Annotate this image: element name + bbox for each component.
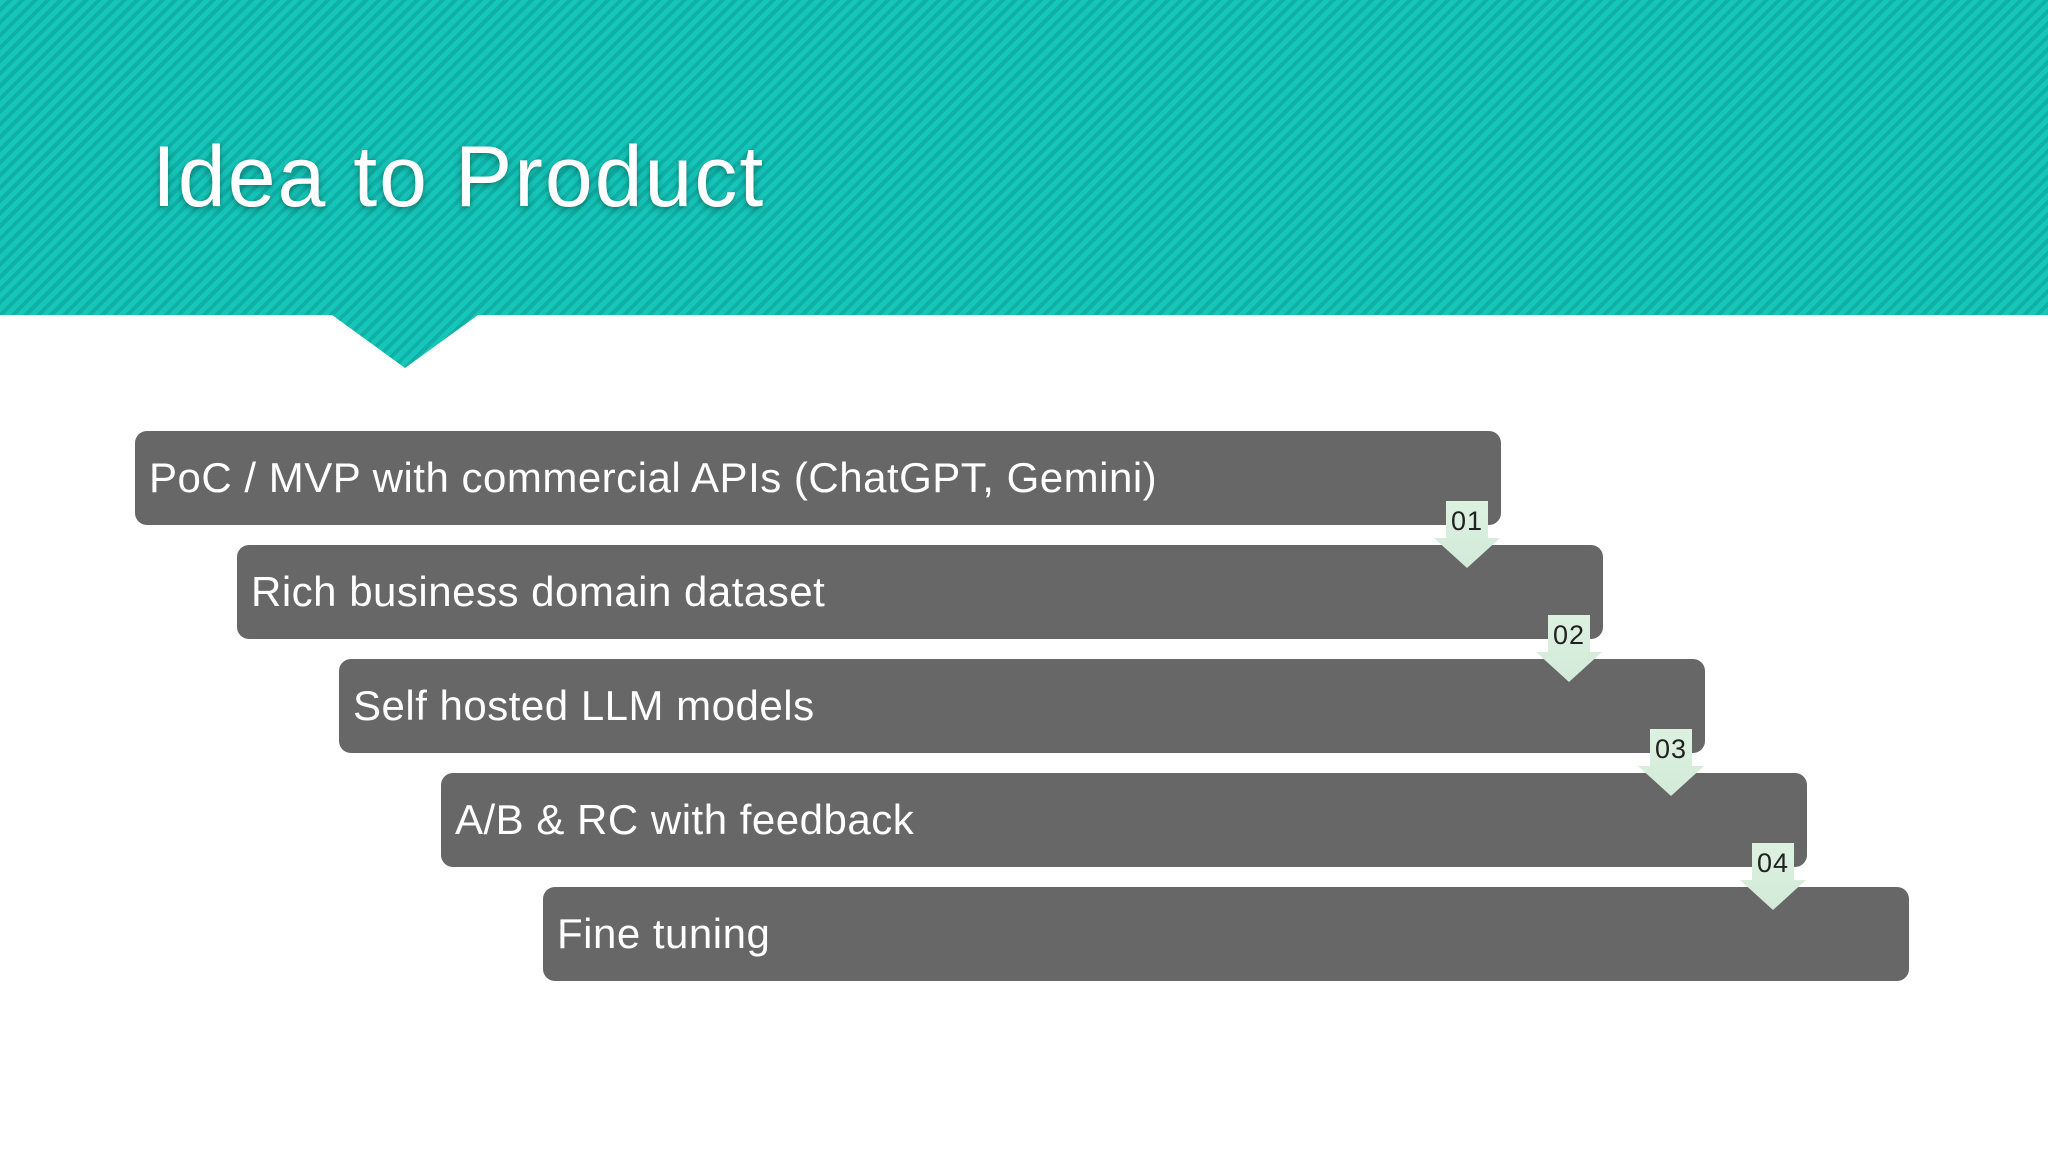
process-step-4: A/B & RC with feedback xyxy=(441,773,1807,867)
process-step-5: Fine tuning xyxy=(543,887,1909,981)
step-number-badge: 03 xyxy=(1654,734,1688,764)
step-label: Self hosted LLM models xyxy=(353,682,815,729)
step-number-badge: 04 xyxy=(1756,848,1790,878)
title-band: Idea to Product xyxy=(0,0,2048,368)
process-step-3: Self hosted LLM models xyxy=(339,659,1705,753)
step-number-badge: 01 xyxy=(1450,506,1484,536)
page-title: Idea to Product xyxy=(152,129,766,225)
step-label: PoC / MVP with commercial APIs (ChatGPT,… xyxy=(149,454,1158,501)
step-number-badge: 02 xyxy=(1552,620,1586,650)
step-label: Fine tuning xyxy=(557,910,771,957)
step-label: Rich business domain dataset xyxy=(251,568,826,615)
step-label: A/B & RC with feedback xyxy=(455,796,915,843)
process-step-1: PoC / MVP with commercial APIs (ChatGPT,… xyxy=(135,431,1501,525)
process-step-2: Rich business domain dataset xyxy=(237,545,1603,639)
